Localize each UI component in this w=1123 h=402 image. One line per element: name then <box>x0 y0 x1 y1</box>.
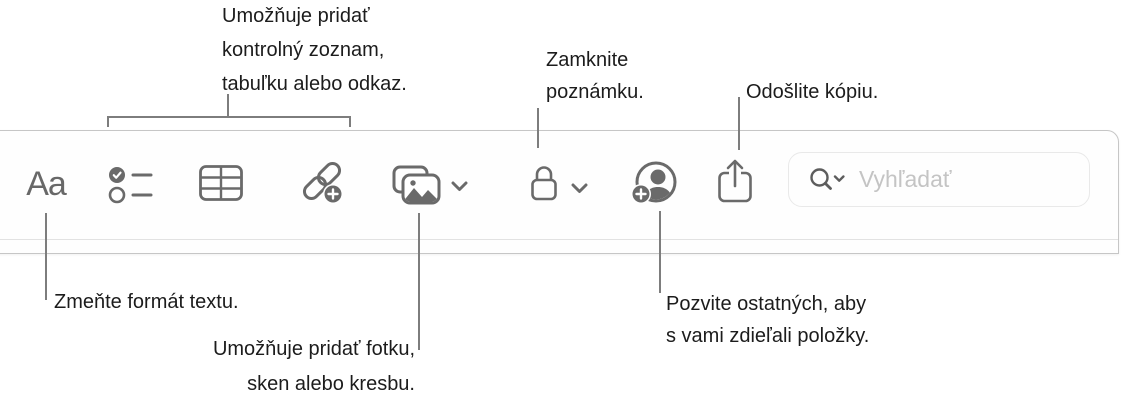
callout-format-text: Zmeňte formát textu. <box>54 291 239 313</box>
add-people-icon <box>630 160 678 206</box>
media-button[interactable] <box>391 164 443 206</box>
share-icon <box>716 158 754 206</box>
search-field[interactable] <box>788 152 1090 207</box>
checklist-icon <box>108 165 154 205</box>
add-link-button[interactable] <box>299 159 347 207</box>
callout-bracket-add-items <box>107 116 351 127</box>
notes-toolbar: Aa <box>0 130 1117 240</box>
callout-add-items: Umožňuje pridať kontrolný zoznam, tabuľk… <box>222 5 407 95</box>
callout-send-copy: Odošlite kópiu. <box>746 81 879 103</box>
table-icon <box>199 165 243 201</box>
search-icon[interactable] <box>809 167 845 193</box>
callout-invite-others: Pozvite ostatných, aby s vami zdieľali p… <box>666 293 870 347</box>
callout-line-add-photo <box>418 213 420 350</box>
callout-line-invite-others <box>659 211 661 293</box>
callout-lock-note: Zamknite poznámku. <box>546 49 644 103</box>
add-people-button[interactable] <box>628 159 680 207</box>
callout-add-photo: Umožňuje pridať fotku, sken alebo kresbu… <box>212 338 415 395</box>
toolbar-separator <box>0 239 1118 240</box>
lock-button[interactable] <box>527 162 561 204</box>
callout-line-add-items-stem <box>227 94 229 116</box>
search-input[interactable] <box>857 165 1075 194</box>
callout-line-format-text <box>45 213 47 300</box>
add-link-icon <box>301 160 345 206</box>
lock-icon <box>529 163 559 203</box>
photo-media-icon <box>392 165 442 205</box>
checklist-button[interactable] <box>107 164 155 206</box>
media-chevron-down-icon[interactable] <box>451 181 468 192</box>
text-format-icon: Aa <box>26 165 67 203</box>
table-button[interactable] <box>197 163 245 203</box>
callout-line-lock <box>537 108 539 148</box>
share-button[interactable] <box>714 157 756 207</box>
text-format-button[interactable]: Aa <box>22 158 70 210</box>
callout-line-send-copy <box>738 97 740 150</box>
lock-chevron-down-icon[interactable] <box>571 183 588 194</box>
